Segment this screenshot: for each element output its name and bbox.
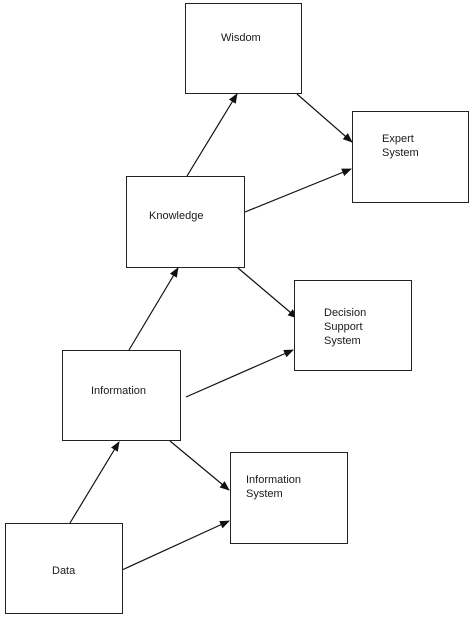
arrow-information-to-information-system xyxy=(169,440,230,491)
arrow-data-to-information-system xyxy=(121,520,230,571)
knowledge-box: Knowledge xyxy=(126,176,245,268)
data-box: Data xyxy=(5,523,123,614)
arrow-wisdom-to-expert-system xyxy=(296,93,353,143)
arrow-knowledge-to-expert-system xyxy=(244,168,352,213)
arrow-data-to-information xyxy=(69,441,120,524)
arrow-information-to-decision-support-system xyxy=(185,349,294,398)
information-label: Information xyxy=(91,385,147,397)
wisdom-box: Wisdom xyxy=(185,3,302,94)
information-system-label: Information System xyxy=(246,474,302,500)
arrow-information-to-knowledge xyxy=(128,267,179,351)
arrow-knowledge-to-decision-support-system xyxy=(237,267,298,319)
expert-system-box: Expert System xyxy=(352,111,469,203)
wisdom-label: Wisdom xyxy=(221,32,261,44)
information-system-box: Information System xyxy=(230,452,348,544)
expert-system-label: Expert System xyxy=(382,133,419,159)
decision-support-system-box: Decision Support System xyxy=(294,280,412,371)
arrow-knowledge-to-wisdom xyxy=(186,93,238,177)
knowledge-label: Knowledge xyxy=(149,210,204,222)
data-label: Data xyxy=(52,565,76,577)
decision-support-system-label: Decision Support System xyxy=(324,307,367,347)
information-box: Information xyxy=(62,350,181,441)
